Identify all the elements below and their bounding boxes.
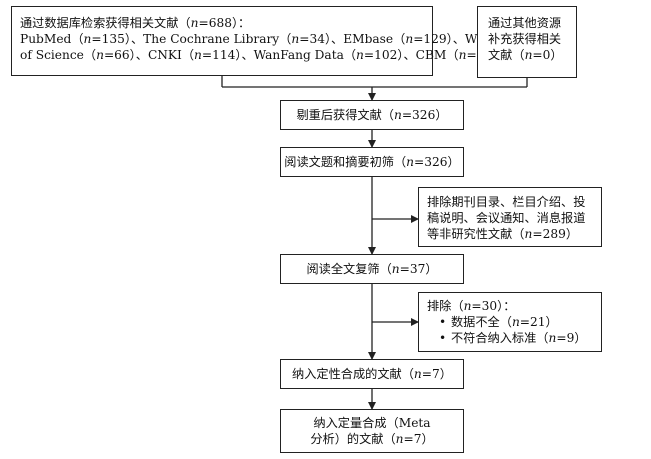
exclusion1-line2: 稿说明、会议通知、消息报道 xyxy=(427,211,586,225)
database-search-line3: of Science（n=66）、CNKI（n=114）、WanFang Dat… xyxy=(20,48,512,62)
exclusion1-line1: 排除期刊目录、栏目介绍、投 xyxy=(427,195,586,209)
quantitative-line2: 分析）的文献（n=7） xyxy=(310,432,434,446)
screening-text: 阅读文题和摘要初筛（n=326） xyxy=(284,155,460,169)
other-sources-line3: 文献（n=0） xyxy=(488,48,563,62)
exclusion2-item-criteria: 不符合纳入标准（n=9） xyxy=(439,330,601,346)
fulltext-screening-box: 阅读全文复筛（n=37） xyxy=(280,254,464,284)
dedup-text: 剔重后获得文献（n=326） xyxy=(296,108,448,122)
database-search-box: 通过数据库检索获得相关文献（n=688）： PubMed（n=135）、The … xyxy=(11,6,512,76)
other-sources-line2: 补充获得相关 xyxy=(488,32,562,46)
other-sources-box: 通过其他资源 补充获得相关 文献（n=0） xyxy=(477,6,577,78)
quantitative-line1: 纳入定量合成（Meta xyxy=(313,416,431,430)
qualitative-text: 纳入定性合成的文献（n=7） xyxy=(292,367,452,381)
database-search-title: 通过数据库检索获得相关文献（n=688）： xyxy=(20,16,251,30)
exclusion2-item-incomplete: 数据不全（n=21） xyxy=(439,314,601,330)
exclusion1-line3: 等非研究性文献（n=289） xyxy=(427,227,579,241)
qualitative-synthesis-box: 纳入定性合成的文献（n=7） xyxy=(280,359,464,389)
database-search-line2: PubMed（n=135）、The Cochrane Library（n=34）… xyxy=(20,32,492,46)
exclusion2-title: 排除（n=30）： xyxy=(427,299,516,313)
exclusion-fulltext-box: 排除（n=30）： 数据不全（n=21） 不符合纳入标准（n=9） xyxy=(418,292,602,352)
fulltext-text: 阅读全文复筛（n=37） xyxy=(306,262,438,276)
title-abstract-screening-box: 阅读文题和摘要初筛（n=326） xyxy=(280,147,464,177)
quantitative-synthesis-box: 纳入定量合成（Meta 分析）的文献（n=7） xyxy=(280,409,464,453)
exclusion-nonresearch-box: 排除期刊目录、栏目介绍、投 稿说明、会议通知、消息报道 等非研究性文献（n=28… xyxy=(418,187,602,247)
dedup-box: 剔重后获得文献（n=326） xyxy=(280,100,464,130)
other-sources-line1: 通过其他资源 xyxy=(488,16,562,30)
